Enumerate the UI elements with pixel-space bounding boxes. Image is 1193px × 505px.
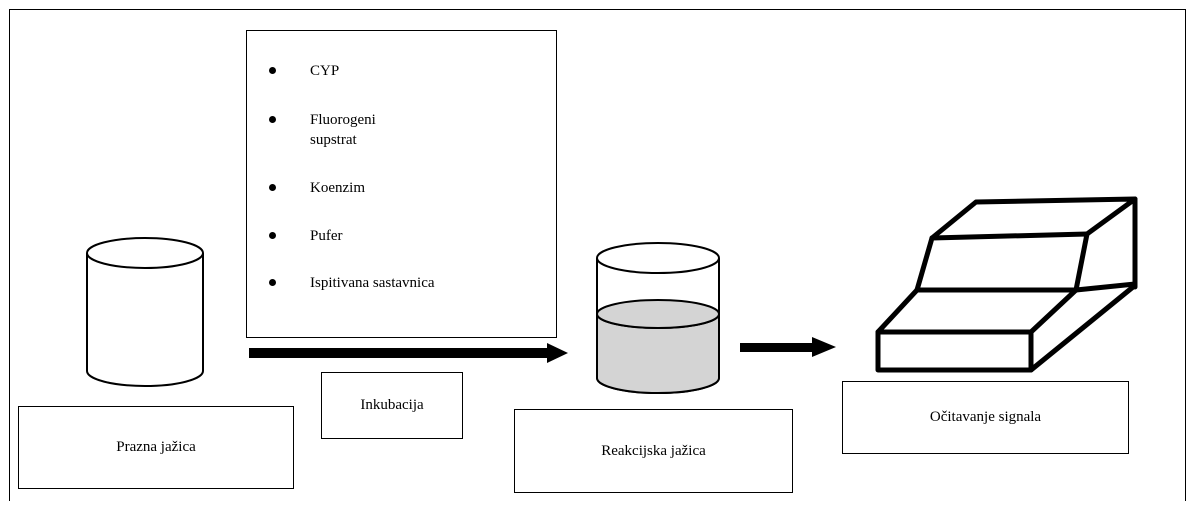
- incubation-arrow-icon: [249, 343, 568, 363]
- reaction-well-label: Reakcijska jažica: [601, 442, 706, 459]
- empty-well-icon: [86, 237, 204, 387]
- signal-reading-label-box: Očitavanje signala: [842, 381, 1129, 454]
- empty-well-label-box: Prazna jažica: [18, 406, 294, 489]
- ingredient-label: Fluorogeni supstrat: [310, 112, 376, 148]
- bullet-icon: [269, 184, 276, 191]
- signal-reader-icon: [875, 196, 1138, 373]
- bullet-icon: [269, 116, 276, 123]
- reading-arrow-icon: [740, 337, 836, 357]
- incubation-label: Inkubacija: [360, 397, 424, 413]
- bullet-icon: [269, 232, 276, 239]
- ingredient-label: Koenzim: [310, 180, 365, 196]
- reaction-well-icon: [596, 242, 720, 394]
- empty-well-label: Prazna jažica: [116, 439, 196, 455]
- bullet-icon: [269, 67, 276, 74]
- signal-reading-label: Očitavanje signala: [929, 409, 1042, 425]
- reaction-well-label-box: Reakcijska jažica: [514, 409, 793, 493]
- ingredient-label: Ispitivana sastavnica: [310, 275, 435, 291]
- ingredients-box: CYP Fluorogeni supstrat Koenzim Pufer Is…: [246, 30, 557, 338]
- diagram-frame: [9, 9, 1186, 501]
- incubation-label-box: Inkubacija: [321, 372, 463, 439]
- ingredient-label: Pufer: [310, 228, 343, 244]
- ingredient-label: CYP: [310, 63, 340, 79]
- bullet-icon: [269, 279, 276, 286]
